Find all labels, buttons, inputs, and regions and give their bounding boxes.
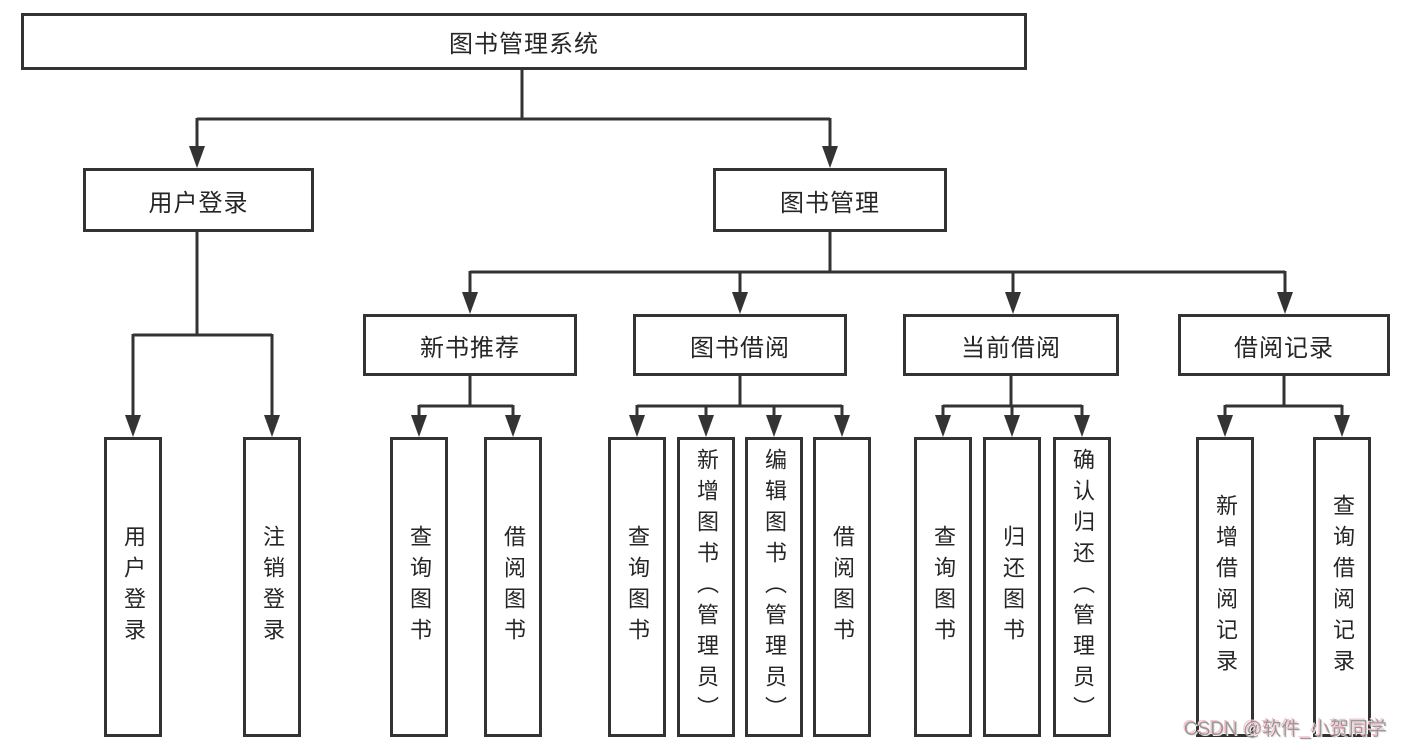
node-current-borrowing: 当前借阅 [903,314,1119,376]
leaf-query-books-borrow: 查询图书 [608,437,666,737]
leaf-add-borrow-record: 新增借阅记录 [1196,437,1254,737]
leaf-user-login: 用户登录 [104,437,162,737]
leaf-label: 编辑图书（管理员） [762,447,787,727]
leaf-borrow-books-recommend: 借阅图书 [484,437,542,737]
leaf-edit-books-admin: 编辑图书（管理员） [745,437,803,737]
leaf-label: 归还图书 [1000,525,1025,649]
leaf-confirm-return-admin: 确认归还（管理员） [1053,437,1111,737]
node-new-book-recommend: 新书推荐 [363,314,577,376]
node-library-management-system: 图书管理系统 [21,13,1027,70]
leaf-query-borrow-record: 查询借阅记录 [1313,437,1371,737]
node-book-management: 图书管理 [713,168,947,232]
leaf-return-books: 归还图书 [983,437,1041,737]
leaf-query-books-current: 查询图书 [914,437,972,737]
leaf-label: 注销登录 [260,525,285,649]
leaf-label: 新增图书（管理员） [694,447,719,727]
leaf-label: 查询图书 [625,525,650,649]
leaf-label: 借阅图书 [830,525,855,649]
leaf-label: 新增借阅记录 [1213,494,1238,680]
node-book-borrowing: 图书借阅 [633,314,847,376]
leaf-label: 查询借阅记录 [1330,494,1355,680]
leaf-borrow-books: 借阅图书 [813,437,871,737]
leaf-label: 确认归还（管理员） [1070,447,1095,727]
leaf-label: 查询图书 [931,525,956,649]
leaf-label: 用户登录 [121,525,146,649]
leaf-query-books-recommend: 查询图书 [390,437,448,737]
leaf-label: 借阅图书 [501,525,526,649]
leaf-label: 查询图书 [407,525,432,649]
csdn-watermark: CSDN @软件_小贺同学 [1184,719,1387,740]
leaf-add-books-admin: 新增图书（管理员） [677,437,735,737]
node-borrowing-records: 借阅记录 [1178,314,1390,376]
leaf-logout: 注销登录 [243,437,301,737]
node-user-login: 用户登录 [83,168,314,232]
